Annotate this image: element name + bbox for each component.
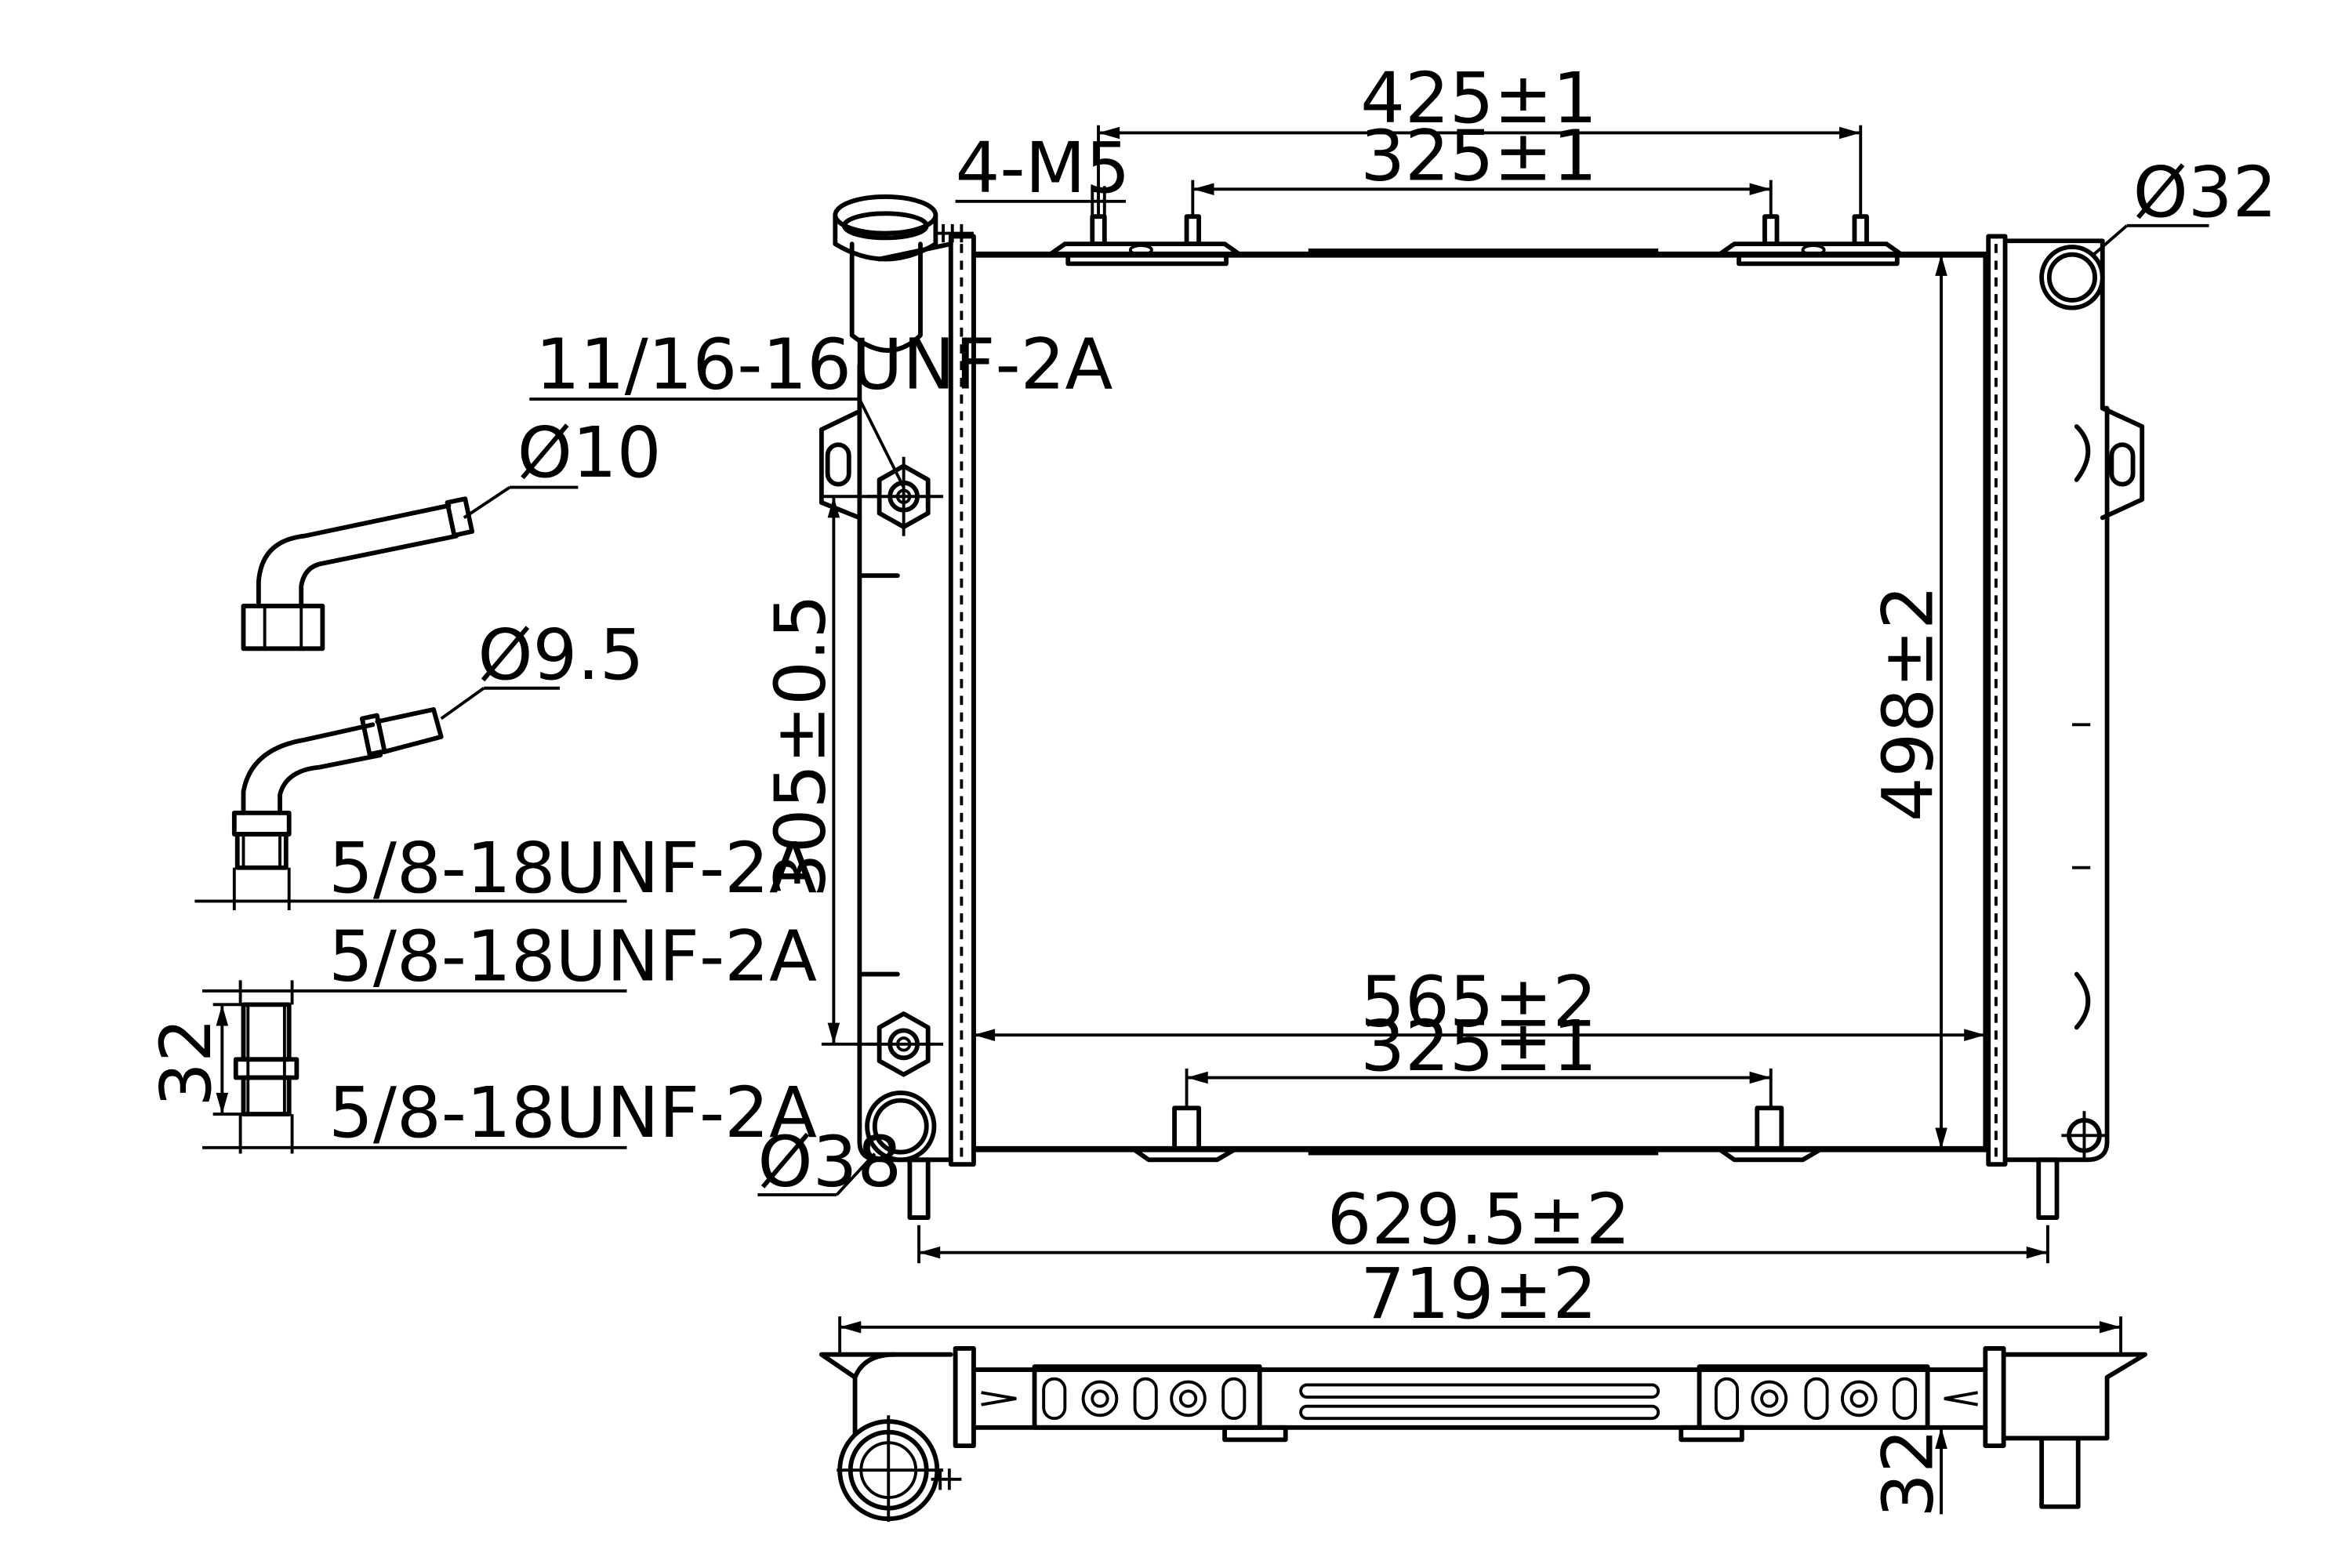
upper-trans-fitting (867, 456, 944, 536)
top-mount-brackets (1047, 214, 1904, 267)
dim-4m5: 4-M5 (956, 128, 1131, 217)
filler-neck (833, 194, 974, 353)
inlet-pipe (2039, 245, 2105, 310)
dim-305-label: 305±0.5 (760, 594, 842, 898)
dim-d32: Ø32 (2090, 152, 2278, 258)
bottom-view (818, 1346, 2148, 1523)
pipe-d9-5-label: Ø9.5 (477, 615, 644, 696)
dim-11-16-unf: 11/16-16UNF-2A (529, 324, 1113, 488)
adapter-length-dim: 32 (146, 1003, 244, 1116)
adapter-thread-dim-bottom: 5/8-18UNF-2A (202, 1073, 817, 1154)
drain-plug (2061, 1111, 2107, 1160)
dim-719-label: 719±2 (1360, 1254, 1597, 1335)
dim-325-top: 325±1 (1191, 116, 1773, 217)
pipe2-thread-label: 5/8-18UNF-2A (328, 828, 817, 909)
dim-305: 305±0.5 (760, 495, 880, 1046)
adapter-thread-dim-top: 5/8-18UNF-2A (202, 916, 817, 1005)
adapter-length-label: 32 (146, 1018, 227, 1107)
dim-629-5: 629.5±2 (917, 1179, 2049, 1264)
dim-d38-label: Ø38 (757, 1121, 902, 1203)
adapter-thread-top-label: 5/8-18UNF-2A (328, 916, 817, 997)
dim-d32-label: Ø32 (2133, 152, 2278, 234)
dim-325-bottom-label: 325±1 (1360, 1006, 1597, 1087)
dim-11-16-unf-label: 11/16-16UNF-2A (535, 324, 1112, 405)
dim-325-bottom: 325±1 (1185, 1006, 1773, 1109)
adapter-thread-bottom-label: 5/8-18UNF-2A (328, 1073, 817, 1154)
dim-4m5-label: 4-M5 (956, 128, 1131, 209)
lower-trans-fitting (867, 1011, 944, 1077)
pipe-d9-5-thread-dim: 5/8-18UNF-2A (194, 828, 817, 911)
dim-325-top-label: 325±1 (1360, 116, 1597, 198)
dim-d38: Ø38 (757, 1121, 902, 1203)
dim-425-label: 425±1 (1360, 58, 1597, 140)
left-mount-bracket (818, 408, 862, 521)
right-mount-bracket (2100, 405, 2145, 521)
dim-32-depth: 32 (1867, 1425, 1963, 1518)
pipe-d10: Ø10 (241, 412, 662, 652)
dim-425: 425±1 (1097, 58, 1863, 217)
dim-498-label: 498±2 (1867, 585, 1949, 822)
right-tank (1986, 234, 2110, 1167)
dim-629-5-label: 629.5±2 (1327, 1179, 1631, 1261)
pipe-d10-label: Ø10 (517, 412, 662, 494)
dim-32-depth-label: 32 (1867, 1428, 1949, 1518)
dim-498: 498±2 (1867, 252, 1978, 1151)
outlet-pipe (865, 1091, 937, 1163)
pipe-d9-5: Ø9.5 (231, 615, 644, 870)
dim-565-label: 565±2 (1360, 962, 1597, 1044)
adapter-fitting (233, 1002, 299, 1116)
dim-565: 565±2 (973, 962, 1986, 1044)
dim-719: 719±2 (838, 1254, 2122, 1355)
